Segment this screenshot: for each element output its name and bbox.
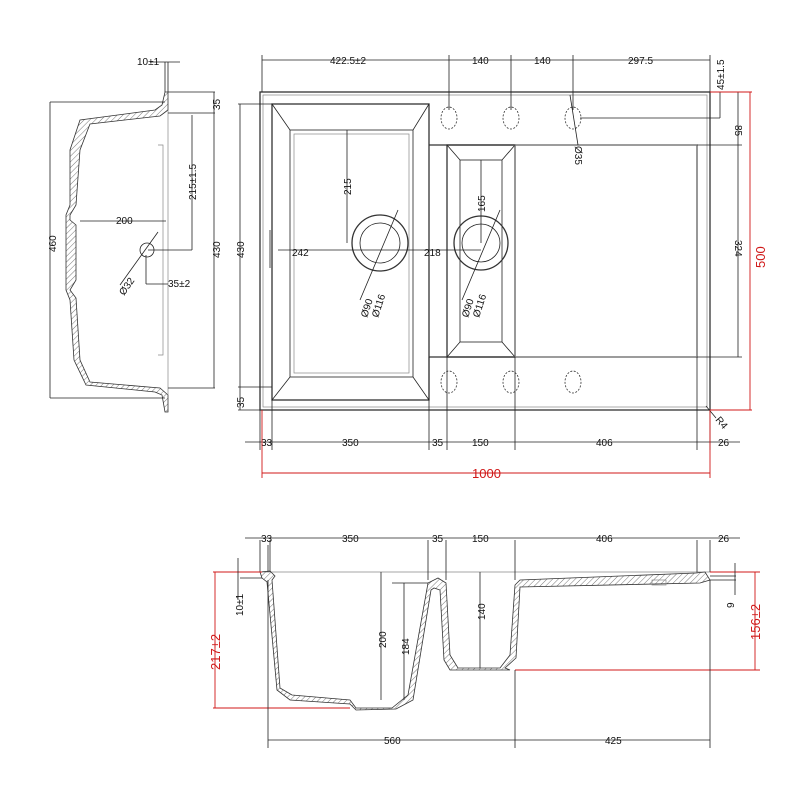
side-inner-label: 430 (212, 241, 223, 258)
drain-small-outer: Ø116 (471, 293, 489, 319)
dim-bottom-5: 26 (718, 438, 730, 449)
drain-large-outer: Ø116 (370, 293, 388, 319)
large-drain (351, 214, 409, 272)
dim-bottom-1: 350 (342, 438, 359, 449)
side-top-rim-label: 35 (212, 98, 223, 110)
dim-top-2: 140 (534, 56, 551, 67)
dim-bottom-3: 150 (472, 438, 489, 449)
dim-rim-bottom: 35 (236, 396, 247, 408)
sec-bowl-inner: 184 (401, 638, 412, 655)
side-view: 460 35 430 215±1.5 200 Ø32 35±2 10±1 (48, 57, 223, 413)
sec-top-3: 150 (472, 534, 489, 545)
side-drain-depth-label: 215±1.5 (188, 163, 199, 200)
dim-bowl-depth: 430 (236, 241, 247, 258)
sec-bowl-depth: 200 (378, 631, 389, 648)
sec-top-2: 35 (432, 534, 444, 545)
sec-small-height: 156±2 (748, 604, 763, 640)
dim-top-0: 422.5±2 (330, 56, 367, 67)
dim-bottom-2: 35 (432, 438, 444, 449)
tap-hole-label: Ø35 (572, 146, 583, 165)
dim-top-1: 140 (472, 56, 489, 67)
dim-depth-total: 500 (753, 246, 768, 268)
sec-top-5: 26 (718, 534, 730, 545)
sec-small-depth: 140 (477, 603, 488, 620)
dim-top-3: 297.5 (628, 56, 653, 67)
side-rim-label: 10±1 (137, 57, 160, 68)
dim-bottom-4: 406 (596, 438, 613, 449)
dim-bowl-gap: 218 (424, 248, 441, 259)
top-view: 422.5±2 140 140 297.5 45±1.5 85 324 500 … (236, 55, 768, 481)
dim-tap-offset: 45±1.5 (716, 59, 727, 90)
sec-drainer-thk: 9 (726, 602, 737, 608)
sec-bottom-0: 560 (384, 736, 401, 747)
dim-tap-row: 85 (732, 125, 743, 137)
sec-bottom-1: 425 (605, 736, 622, 747)
sec-rim: 10±1 (235, 593, 246, 616)
dim-bottom-0: 33 (261, 438, 273, 449)
sec-top-1: 350 (342, 534, 359, 545)
sec-top-0: 33 (261, 534, 273, 545)
dim-bowl-center-depth: 215 (343, 178, 354, 195)
side-overflow-label: Ø32 (117, 276, 137, 298)
sec-height-total: 217±2 (208, 634, 223, 670)
side-drain-offset-label: 200 (116, 216, 133, 227)
side-overflow-offset-label: 35±2 (168, 279, 191, 290)
dim-drainer-depth: 324 (732, 240, 743, 257)
side-overall-label: 460 (48, 235, 59, 252)
dim-width-total: 1000 (472, 466, 501, 481)
sec-top-4: 406 (596, 534, 613, 545)
dim-bowl-center-x: 242 (292, 248, 309, 259)
section-view: 33 350 35 150 406 26 217±2 156±2 10±1 20… (208, 534, 763, 748)
dim-small-center: 165 (477, 195, 488, 212)
